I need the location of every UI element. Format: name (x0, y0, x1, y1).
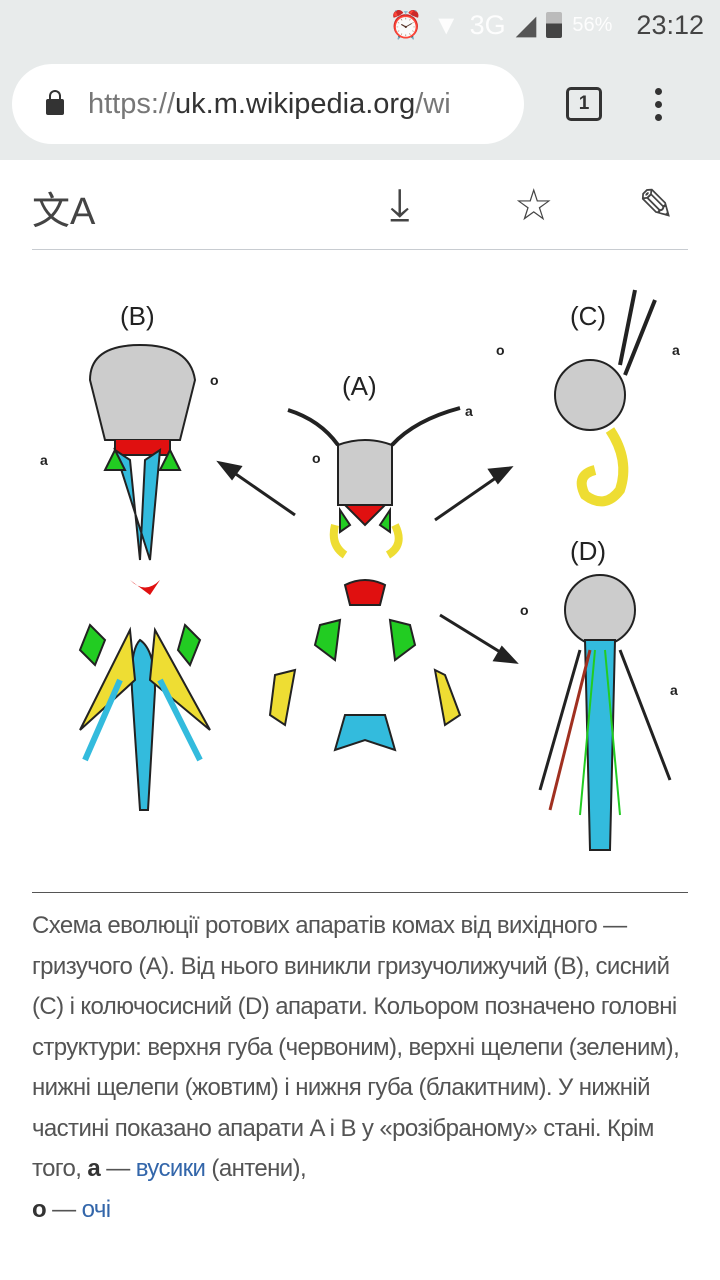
download-icon[interactable]: ⤓ (390, 180, 410, 229)
url-bar[interactable]: https://uk.m.wikipedia.org/wi (12, 64, 524, 144)
browser-toolbar: https://uk.m.wikipedia.org/wi 1 (0, 50, 720, 160)
figure-b (78, 343, 211, 811)
dash: — (100, 1155, 136, 1182)
label-o-b: o (210, 372, 219, 388)
url-host: uk.m.wikipedia.org (175, 87, 416, 120)
lock-icon (46, 90, 64, 115)
page-actions: 文A ⤓ ☆ ✎ (32, 160, 688, 250)
figure-caption: Схема еволюції ротових апаратів комах ві… (32, 906, 692, 1230)
label-d: (D) (570, 536, 606, 566)
caption-divider (32, 892, 688, 893)
label-a-b: a (40, 452, 48, 468)
label-a-d: a (670, 682, 678, 698)
star-icon[interactable]: ☆ (514, 181, 554, 230)
edit-icon[interactable]: ✎ (638, 181, 675, 230)
tab-switcher-button[interactable]: 1 (566, 87, 602, 121)
caption-symbol-a: а (87, 1155, 101, 1182)
language-icon[interactable]: 文A (32, 191, 96, 233)
status-bar: ⏰ ▼ 3G ◢ 56% 23:12 (0, 0, 720, 50)
caption-text: Схема еволюції ротових апаратів комах ві… (32, 912, 680, 1182)
evolution-arrows (216, 460, 519, 664)
battery-percent: 56% (572, 13, 613, 36)
dash: — (46, 1195, 82, 1223)
url-scheme: https:// (88, 87, 176, 120)
label-o-d: o (520, 602, 529, 618)
alarm-icon: ⏰ (389, 10, 423, 40)
caption-symbol-o: о (32, 1195, 47, 1223)
label-o-c: o (496, 342, 505, 358)
figure-a (268, 406, 462, 752)
label-o-a: o (312, 450, 321, 466)
signal-icon: ◢ (515, 9, 537, 40)
battery-icon (546, 12, 563, 38)
label-a-a: a (465, 403, 473, 419)
clock: 23:12 (636, 9, 704, 40)
figure-c (554, 289, 657, 507)
label-a-c: a (672, 342, 680, 358)
label-a: (A) (342, 371, 377, 401)
menu-button[interactable] (655, 88, 665, 121)
caption-text-2: (антени), (205, 1155, 307, 1182)
label-b: (B) (120, 301, 155, 331)
url-path: /wi (415, 87, 451, 120)
link-eyes[interactable]: очі (81, 1195, 111, 1223)
figure-d (538, 574, 672, 851)
mouthparts-diagram: (B) (A) (C) (D) o a o a o a o a (40, 289, 680, 851)
link-antennae[interactable]: вусики (135, 1155, 206, 1182)
wifi-icon: ▼ (432, 9, 460, 40)
label-c: (C) (570, 301, 606, 331)
network-type: 3G (469, 9, 506, 40)
